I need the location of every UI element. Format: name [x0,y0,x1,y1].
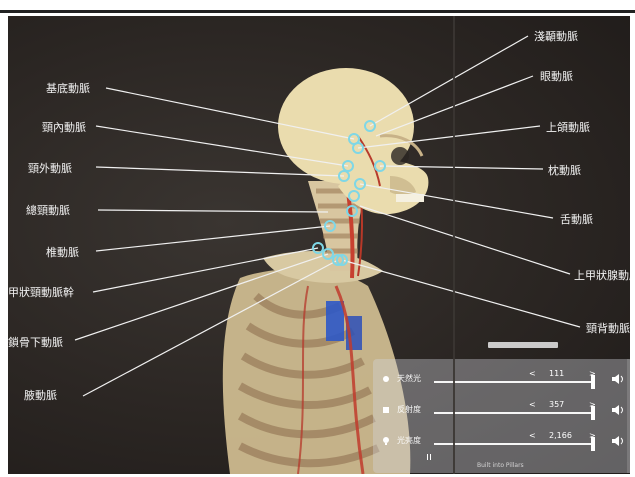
top-divider-line [0,10,635,13]
control-row-2-label: 反射度 [397,404,421,415]
control-row-1-slider-track[interactable] [434,381,594,383]
sun-icon [381,374,391,384]
bulb-icon [381,436,391,446]
label-ophthalmic-artery: 眼動脈 [540,68,573,84]
control-row-3-slider-handle[interactable] [591,437,595,451]
control-row-2-stepper[interactable]: < 357 > [529,400,599,412]
label-superior-thyroid-artery: 上甲狀腺動脈 [574,267,630,283]
control-row-1-decrease[interactable]: < [529,369,536,378]
label-axillary-artery: 腋動脈 [24,387,57,403]
label-superficial-temporal-artery: 淺顳動脈 [534,28,578,44]
label-lingual-artery: 舌動脈 [560,211,593,227]
speaker-icon[interactable] [611,435,625,447]
control-row-3-value: 2,166 [549,431,572,440]
speaker-icon[interactable] [611,373,625,385]
control-row-1-value: 111 [549,369,564,378]
control-row-2-slider-handle[interactable] [591,406,595,420]
control-row-3-slider-track[interactable] [434,443,594,445]
label-subclavian-artery: 鎖骨下動脈 [8,334,63,350]
screen-glare-strip [488,342,558,348]
label-vertebral-artery: 椎動脈 [46,244,79,260]
control-row-1-label: 天然光 [397,373,421,384]
label-dorsal-artery: 頸背動脈 [586,320,630,336]
control-row-1-stepper[interactable]: < 111 > [529,369,599,381]
label-occipital-artery: 枕動脈 [548,162,581,178]
panel-footer-text: Built into Pillars [477,462,524,469]
control-row-1-slider-handle[interactable] [591,375,595,389]
label-internal-carotid-artery: 頸內動脈 [42,119,86,135]
lighting-controls-panel: 天然光 < 111 > 反射度 < 357 > [373,359,630,473]
control-row-2-slider-track[interactable] [434,412,594,414]
control-row-3-label: 光亮度 [397,435,421,446]
label-common-carotid-artery: 總頸動脈 [26,202,70,218]
label-maxillary-artery: 上頜動脈 [546,119,590,135]
speaker-icon[interactable] [611,404,625,416]
control-row-2: 反射度 < 357 > [379,400,629,424]
light-icon [381,405,391,415]
control-row-2-value: 357 [549,400,564,409]
footer-marker-icon [426,453,432,461]
anatomy-viewer[interactable]: 基底動脈 頸內動脈 頸外動脈 總頸動脈 椎動脈 甲狀頸動脈幹 鎖骨下動脈 腋動脈… [8,16,630,474]
label-basilar-artery: 基底動脈 [46,80,90,96]
control-row-3-stepper[interactable]: < 2,166 > [529,431,599,443]
label-external-carotid-artery: 頸外動脈 [28,160,72,176]
control-row-3-decrease[interactable]: < [529,431,536,440]
control-row-3: 光亮度 < 2,166 > [379,431,629,455]
control-row-2-decrease[interactable]: < [529,400,536,409]
control-row-1: 天然光 < 111 > [379,369,629,393]
label-thyrocervical-trunk: 甲狀頸動脈幹 [8,284,74,300]
